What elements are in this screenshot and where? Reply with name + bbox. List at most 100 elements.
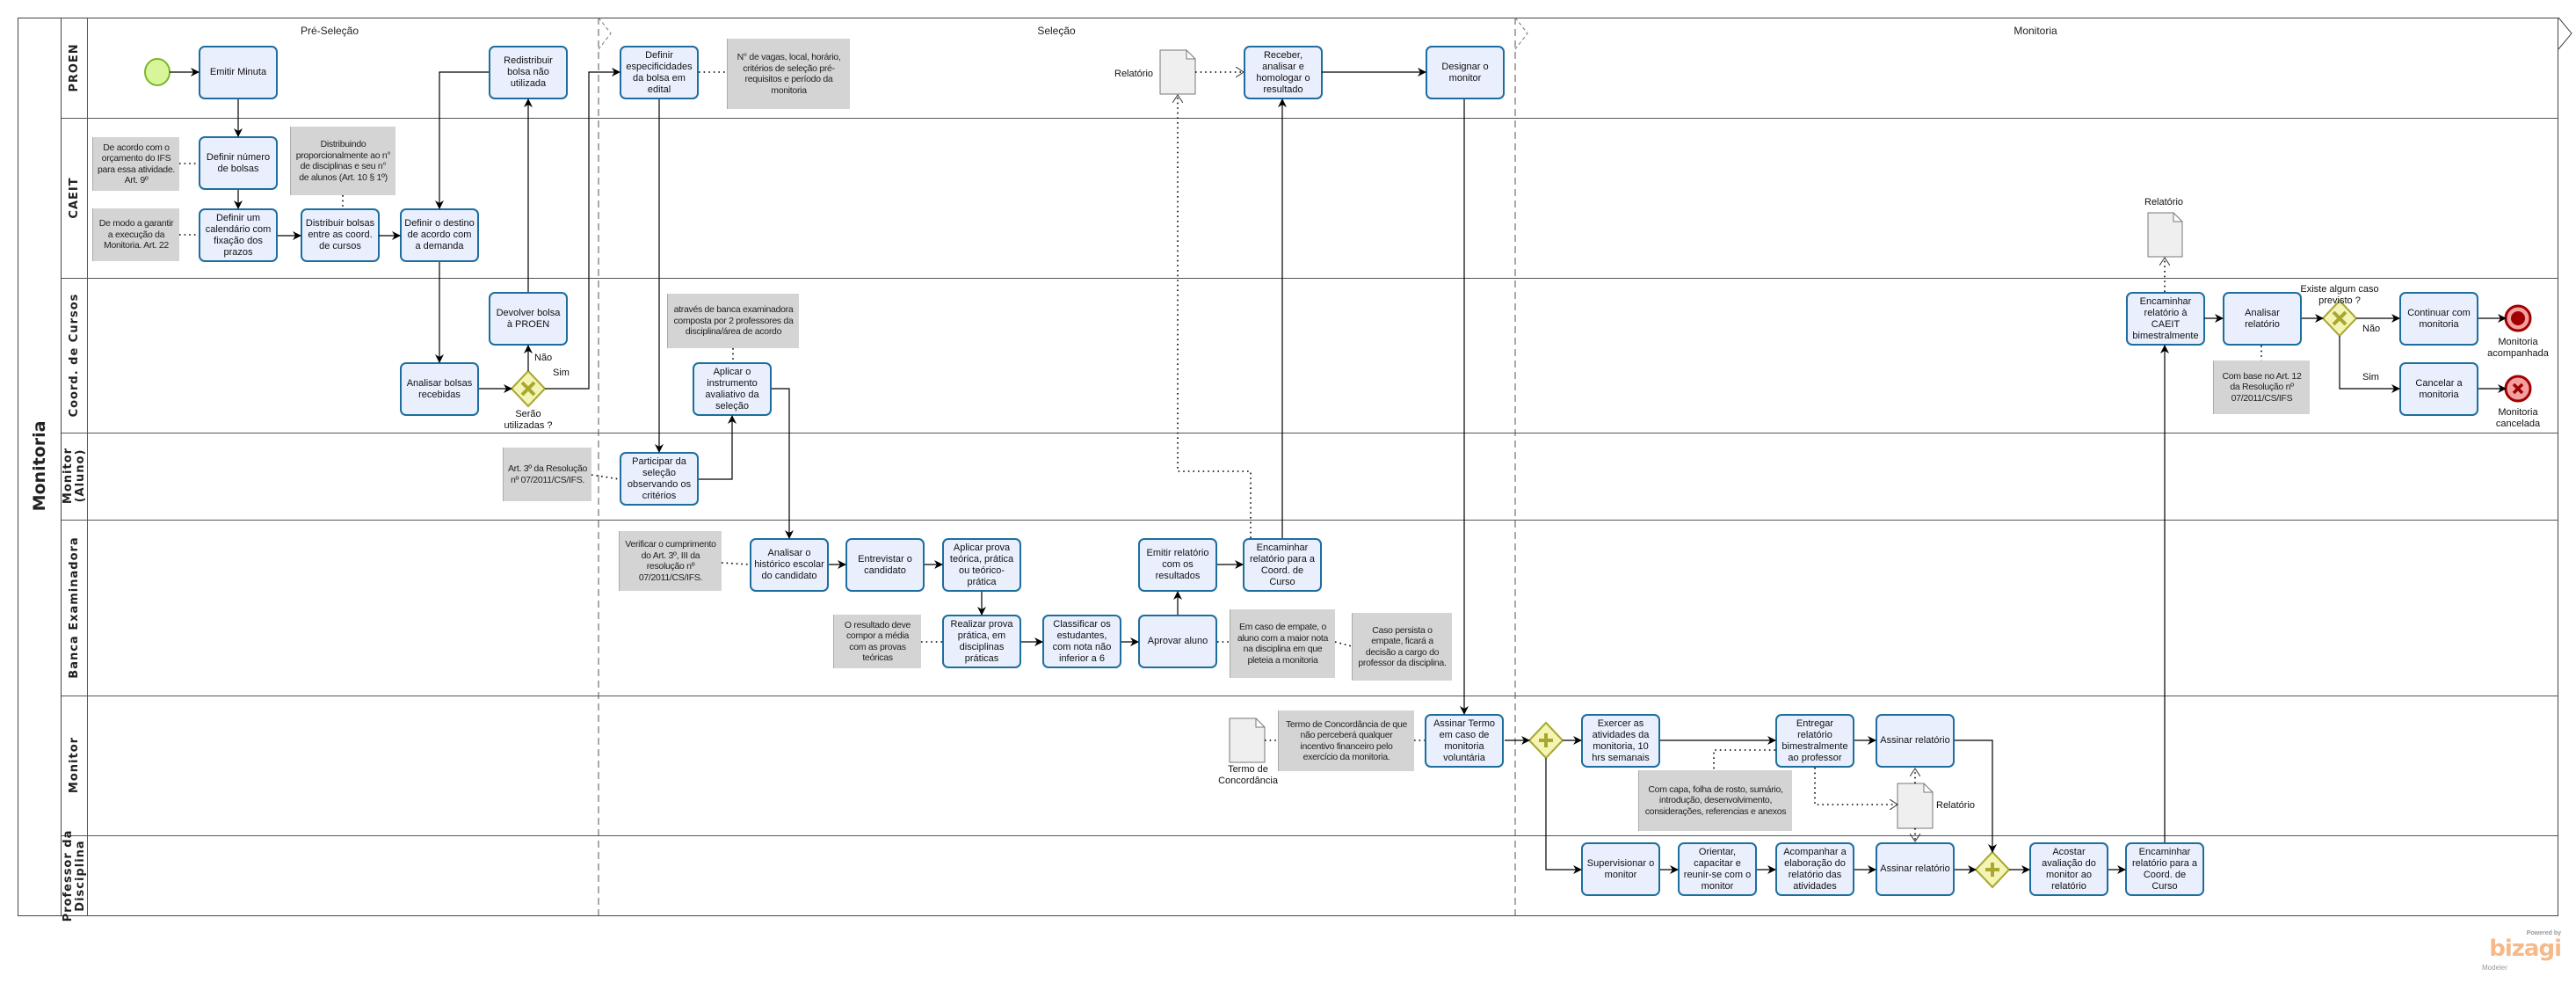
- task-exercer-atividades[interactable]: Exercer as atividades da monitoria, 10 h…: [1581, 714, 1660, 768]
- note-garantir: De modo a garantir a execução da Monitor…: [92, 208, 179, 261]
- task-definir-destino[interactable]: Definir o destino de acordo com a demand…: [400, 208, 479, 262]
- task-analisar-bolsas[interactable]: Analisar bolsas recebidas: [400, 362, 479, 416]
- task-label: Encaminhar relatório à CAEIT bimestralme…: [2132, 295, 2199, 341]
- note-distribuindo: Distribuindo proporcionalmente ao n° de …: [290, 127, 395, 195]
- task-participar-selecao[interactable]: Participar da seleção observando os crit…: [620, 452, 699, 506]
- phase-pre-selecao: Pré-Seleção: [300, 25, 359, 37]
- task-acostar[interactable]: Acostar avaliação do monitor ao relatóri…: [2029, 842, 2108, 896]
- task-label: Emitir relatório com os resultados: [1146, 548, 1209, 581]
- lane-title-monitor: Monitor: [68, 736, 81, 794]
- logo-powered-by: Powered by: [2526, 930, 2561, 936]
- pool-monitoria: [18, 18, 2558, 916]
- task-assinar-termo[interactable]: Assinar Termo em caso de monitoria volun…: [1425, 714, 1504, 768]
- task-receber-homologar[interactable]: Receber, analisar e homologar o resultad…: [1244, 46, 1323, 99]
- lane-title-proen: PROEN: [68, 43, 81, 92]
- pool-header: [18, 18, 62, 916]
- end-event-label-acompanhada: Monitoria acompanhada: [2487, 337, 2549, 359]
- task-definir-especificidades[interactable]: Definir especificidades da bolsa em edit…: [620, 46, 699, 99]
- task-label: Encaminhar relatório para a Coord. de Cu…: [1250, 542, 1315, 587]
- lane-title-line: Monitor: [62, 447, 75, 505]
- task-encaminhar-coord-prof[interactable]: Encaminhar relatório para a Coord. de Cu…: [2125, 842, 2204, 896]
- note-termo: Termo de Concordância de que não percebe…: [1278, 710, 1414, 771]
- task-label: Orientar, capacitar e reunir-se com o mo…: [1683, 846, 1752, 892]
- task-assinar-relatorio-prof[interactable]: Assinar relatório: [1876, 842, 1955, 896]
- task-distribuir-bolsas[interactable]: Distribuir bolsas entre as coord. de cur…: [301, 208, 380, 262]
- lane-title-line: Professor da: [62, 829, 75, 922]
- lane-title-line: Disciplina: [74, 840, 87, 912]
- pool-title: Monitoria: [30, 420, 49, 512]
- task-assinar-relatorio-monitor[interactable]: Assinar relatório: [1876, 714, 1955, 768]
- task-designar-monitor[interactable]: Designar o monitor: [1426, 46, 1505, 99]
- task-definir-numero[interactable]: Definir número de bolsas: [199, 136, 278, 190]
- logo-brand: bizagi: [2489, 936, 2562, 962]
- task-label: Assinar relatório: [1880, 735, 1950, 746]
- task-label: Analisar o histórico escolar do candidat…: [754, 548, 824, 581]
- task-label: Emitir Minuta: [209, 67, 267, 77]
- task-continuar-monitoria[interactable]: Continuar com monitoria: [2399, 292, 2478, 346]
- task-label: Acompanhar a elaboração do relatório das…: [1783, 846, 1847, 892]
- task-label: Assinar Termo em caso de monitoria volun…: [1433, 718, 1496, 763]
- task-cancelar-monitoria[interactable]: Cancelar a monitoria: [2399, 362, 2478, 416]
- lane-caeit: [62, 118, 2558, 278]
- pool-end-chevron: [2558, 17, 2572, 50]
- task-devolver-bolsa[interactable]: Devolver bolsa à PROEN: [489, 292, 568, 346]
- task-label: Supervisionar o monitor: [1586, 857, 1655, 880]
- task-entrevistar[interactable]: Entrevistar o candidato: [845, 538, 925, 592]
- task-classificar[interactable]: Classificar os estudantes, com nota não …: [1042, 615, 1121, 668]
- task-emitir-relatorio[interactable]: Emitir relatório com os resultados: [1138, 538, 1217, 592]
- phase-selecao: Seleção: [1037, 25, 1076, 37]
- task-label: Redistribuir bolsa não utilizada: [504, 55, 553, 89]
- note-persista: Caso persista o empate, ficará a decisão…: [1352, 613, 1452, 681]
- task-label: Entrevistar o candidato: [858, 553, 912, 576]
- note-capa: Com capa, folha de rosto, sumário, intro…: [1638, 770, 1792, 831]
- phase-monitoria: Monitoria: [2014, 25, 2057, 37]
- task-label: Definir especificidades da bolsa em edit…: [626, 49, 693, 95]
- task-aplicar-instrumento[interactable]: Aplicar o instrumento avaliativo da sele…: [693, 362, 772, 416]
- note-banca: através de banca examinadora composta po…: [667, 294, 799, 348]
- task-aplicar-prova[interactable]: Aplicar prova teórica, prática ou teóric…: [942, 538, 1021, 592]
- document-label-relatorio: Relatório: [1936, 800, 1976, 811]
- bizagi-logo: Powered by bizagi Modeler: [2482, 930, 2562, 974]
- task-analisar-historico[interactable]: Analisar o histórico escolar do candidat…: [750, 538, 829, 592]
- document-label-relatorio: Relatório: [2144, 197, 2184, 208]
- lane-title-caeit: CAEIT: [68, 177, 81, 219]
- task-label: Classificar os estudantes, com nota não …: [1052, 618, 1112, 664]
- task-label: Devolver bolsa à PROEN: [496, 307, 561, 330]
- task-label: Definir o destino de acordo com a demand…: [404, 218, 475, 251]
- lane-title-monitor-aluno: Monitor(Aluno): [62, 448, 87, 504]
- task-encaminhar-caeit[interactable]: Encaminhar relatório à CAEIT bimestralme…: [2126, 292, 2205, 346]
- task-label: Analisar relatório: [2245, 307, 2280, 330]
- task-label: Analisar bolsas recebidas: [406, 377, 473, 400]
- document-label-termo: Termo de Concordância: [1218, 764, 1278, 786]
- lane-coord-cursos: [62, 278, 2558, 433]
- task-label: Aprovar aluno: [1147, 636, 1208, 646]
- task-label: Exercer as atividades da monitoria, 10 h…: [1592, 718, 1650, 763]
- task-label: Definir um calendário com fixação dos pr…: [205, 212, 272, 258]
- task-label: Aplicar prova teórica, prática ou teóric…: [949, 542, 1014, 587]
- task-label: Receber, analisar e homologar o resultad…: [1256, 49, 1310, 95]
- task-redistribuir-bolsa[interactable]: Redistribuir bolsa não utilizada: [489, 46, 568, 99]
- task-label: Distribuir bolsas entre as coord. de cur…: [305, 218, 375, 251]
- task-acompanhar[interactable]: Acompanhar a elaboração do relatório das…: [1775, 842, 1854, 896]
- flow-label-nao: Não: [534, 353, 553, 363]
- note-verificar: Verificar o cumprimento do Art. 3º, III …: [619, 531, 722, 591]
- task-encaminhar-coord-banca[interactable]: Encaminhar relatório para a Coord. de Cu…: [1243, 538, 1322, 592]
- task-label: Encaminhar relatório para a Coord. de Cu…: [2132, 846, 2197, 892]
- task-aprovar-aluno[interactable]: Aprovar aluno: [1138, 615, 1217, 668]
- note-art3: Art. 3º da Resolução nº 07/2011/CS/IFS.: [503, 448, 591, 501]
- flow-label-nao: Não: [2362, 324, 2381, 334]
- gateway-label-serao-utilizadas: Serão utilizadas ?: [504, 409, 553, 431]
- task-label: Realizar prova prática, em disciplinas p…: [950, 618, 1013, 664]
- task-entregar-relatorio[interactable]: Entregar relatório bimestralmente ao pro…: [1775, 714, 1854, 768]
- task-label: Aplicar o instrumento avaliativo da sele…: [705, 366, 759, 412]
- lane-title-banca: Banca Examinadora: [68, 536, 81, 679]
- lane-monitor: [62, 696, 2558, 835]
- task-realizar-prova[interactable]: Realizar prova prática, em disciplinas p…: [942, 615, 1021, 668]
- task-orientar[interactable]: Orientar, capacitar e reunir-se com o mo…: [1678, 842, 1757, 896]
- task-supervisionar[interactable]: Supervisionar o monitor: [1581, 842, 1660, 896]
- gateway-label-caso-previsto: Existe algum caso previsto ?: [2300, 284, 2379, 306]
- task-label: Designar o monitor: [1441, 61, 1489, 84]
- task-emitir-minuta[interactable]: Emitir Minuta: [199, 46, 278, 99]
- task-definir-calendario[interactable]: Definir um calendário com fixação dos pr…: [199, 208, 278, 262]
- task-analisar-relatorio[interactable]: Analisar relatório: [2223, 292, 2302, 346]
